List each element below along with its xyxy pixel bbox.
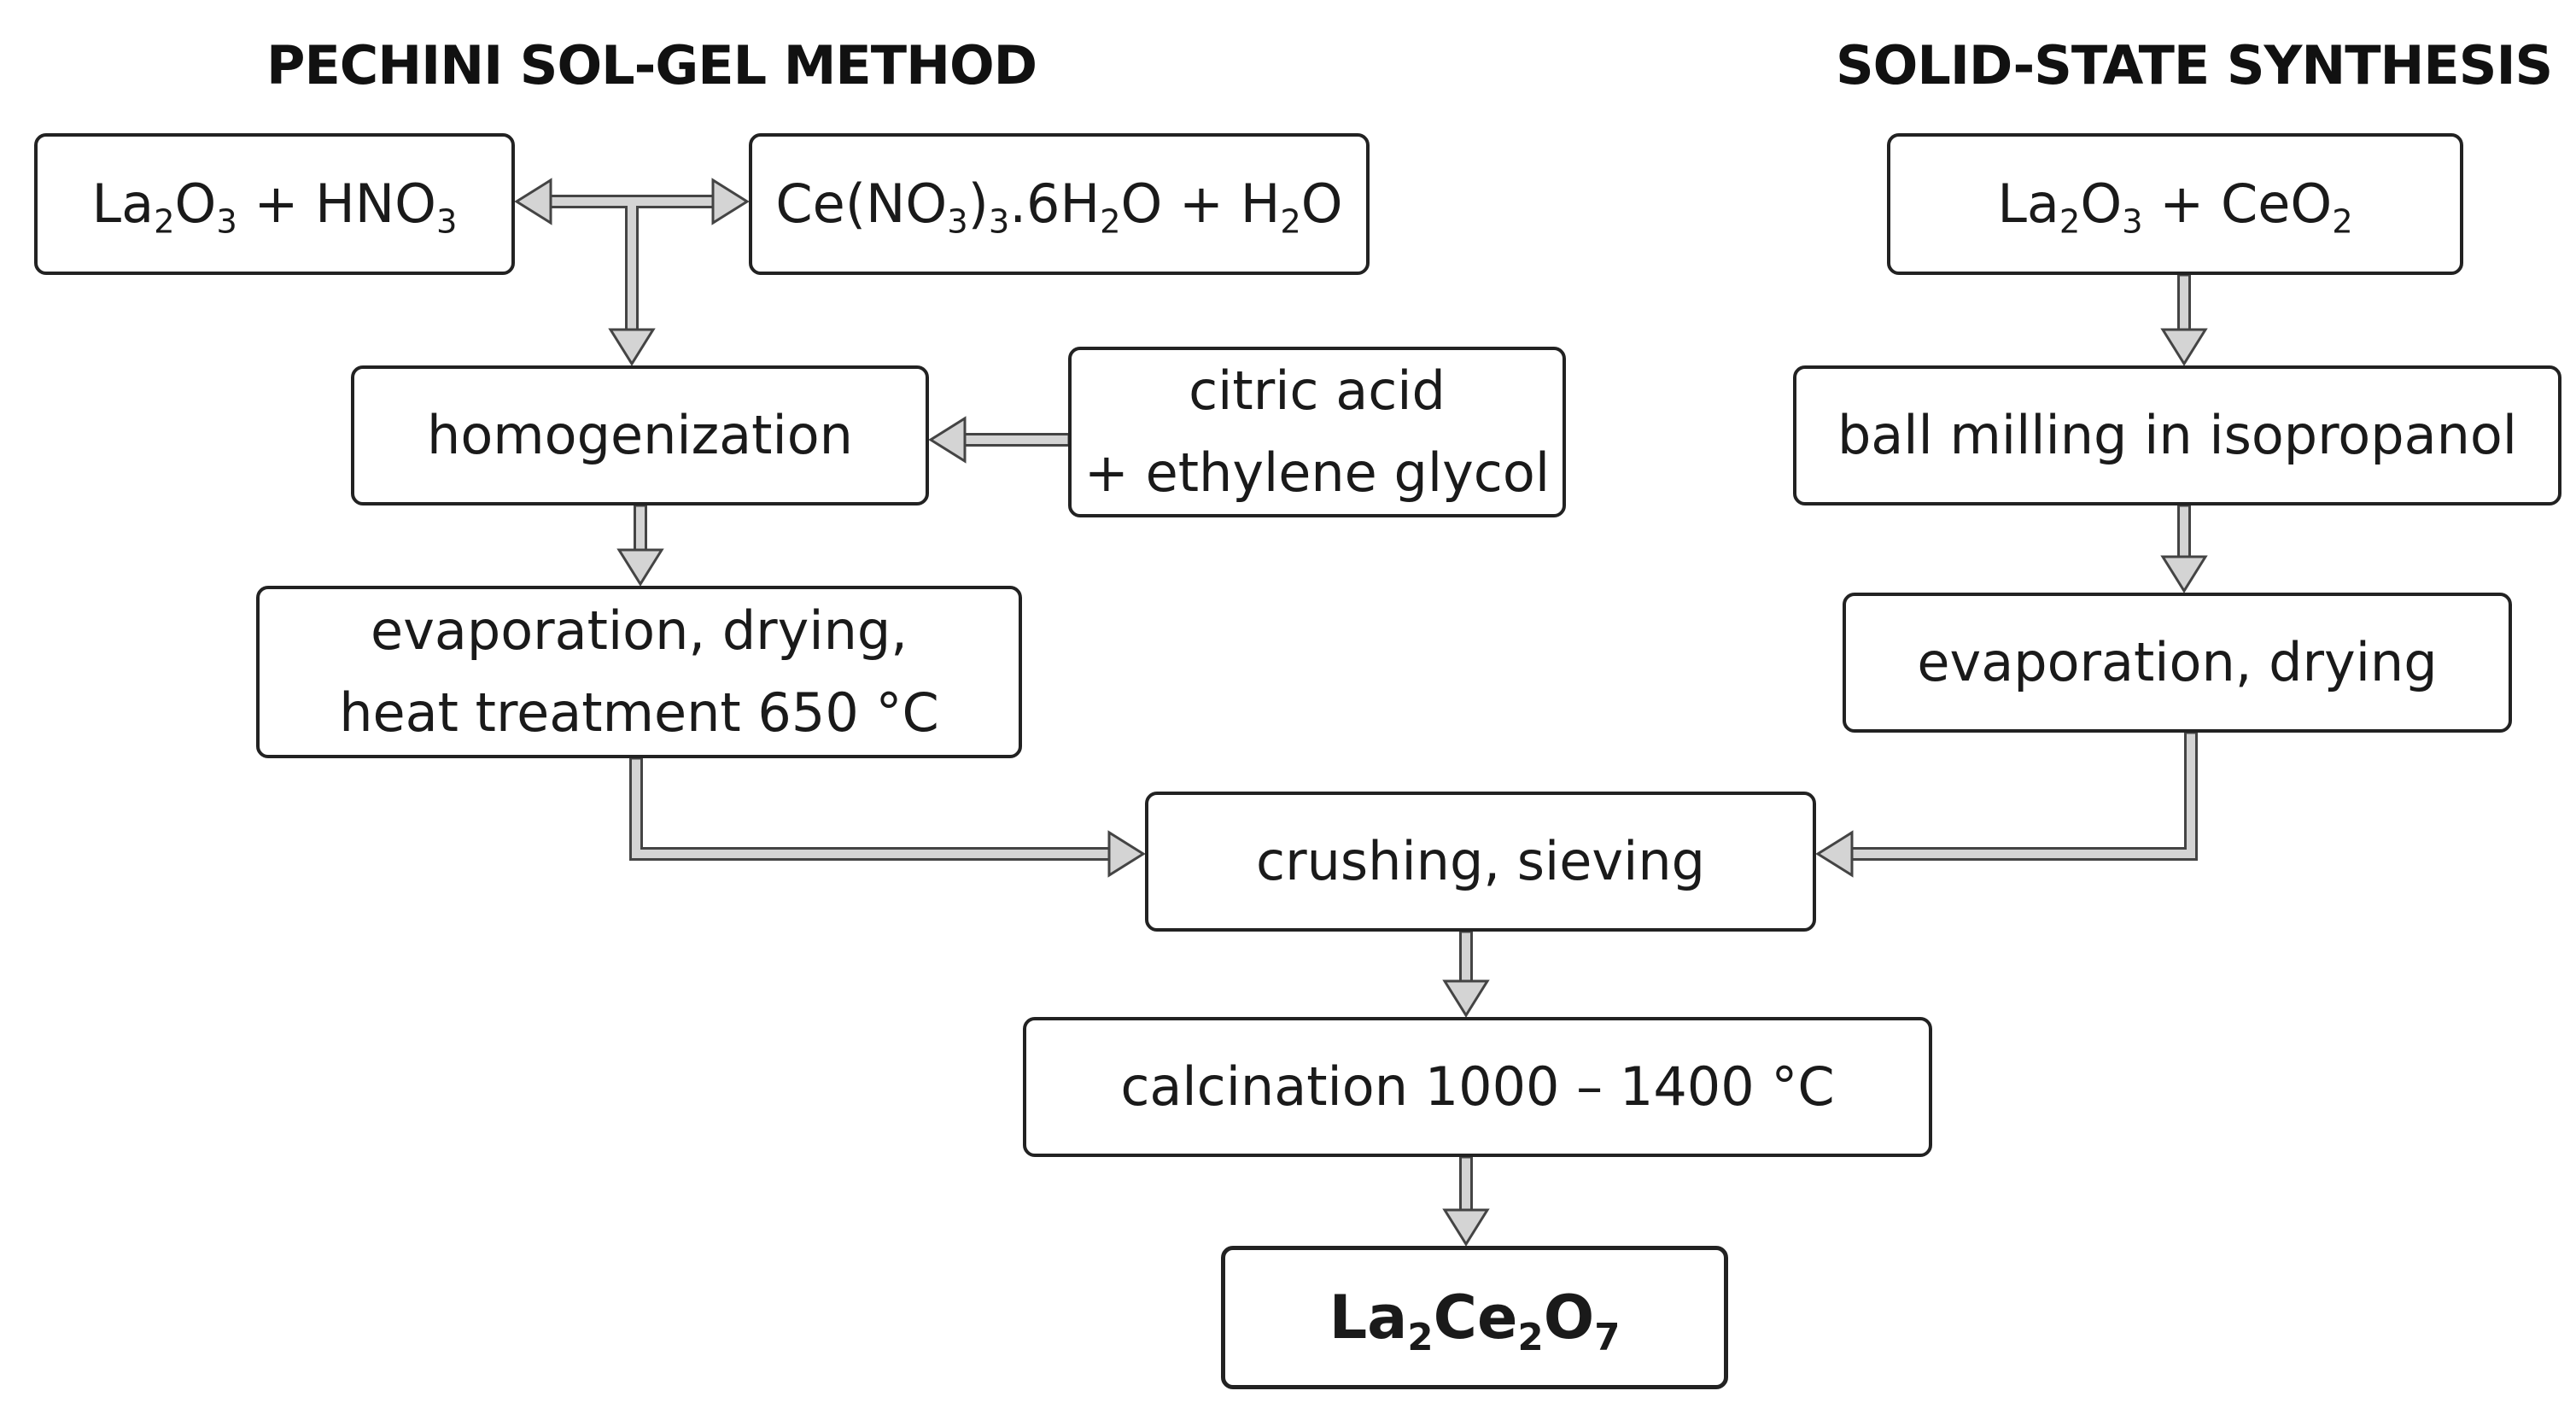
box-text-line: La2Ce2O7: [1329, 1283, 1621, 1359]
ball-milling-box: ball milling in isopropanol: [1793, 365, 2561, 505]
homogenization-to-evaporation-arrow-head: [616, 548, 664, 587]
solid-state-to-crushing-arrow-head: [1815, 830, 1854, 878]
calcination-to-product-arrow-shaft: [1459, 1155, 1473, 1213]
box-text-line: evaporation, drying: [1917, 631, 2438, 693]
evaporation-heat-treatment-box: evaporation, drying, heat treatment 650 °…: [256, 586, 1022, 758]
la2o3-hno3-box: La2O3 + HNO3: [34, 133, 515, 275]
pechini-to-crushing-arrow-head: [1107, 830, 1146, 878]
reactants-merge-arrow-head-left: [514, 178, 552, 225]
box-text-line: La2O3 + HNO3: [91, 172, 458, 242]
crushing-sieving-box: crushing, sieving: [1145, 792, 1816, 932]
solid-state-heading: SOLID-STATE SYNTHESIS: [1836, 34, 2553, 96]
calcination-box: calcination 1000 – 1400 °C: [1023, 1017, 1932, 1157]
crushing-to-calcination-arrow-head: [1442, 979, 1490, 1018]
oxides-to-milling-arrow-head: [2160, 328, 2208, 366]
product-box: La2Ce2O7: [1221, 1246, 1728, 1389]
oxides-to-milling-arrow-shaft: [2177, 273, 2191, 332]
milling-to-drying-arrow-head: [2160, 555, 2208, 593]
pechini-heading: PECHINI SOL-GEL METHOD: [266, 34, 1037, 96]
box-text-line: evaporation, drying,: [371, 599, 908, 662]
pechini-to-crushing-arrow-shaft: [629, 757, 1111, 861]
box-text-line: La2O3 + CeO2: [1997, 172, 2353, 242]
box-text-line: citric acid: [1189, 359, 1446, 422]
solid-state-to-crushing-arrow-shaft: [1850, 731, 2198, 861]
box-text-line: heat treatment 650 °C: [339, 681, 939, 744]
milling-to-drying-arrow-shaft: [2177, 504, 2191, 559]
box-text-line: crushing, sieving: [1255, 830, 1705, 892]
box-text-line: calcination 1000 – 1400 °C: [1120, 1055, 1835, 1118]
additives-to-homogenization-arrow-shaft: [963, 433, 1071, 447]
citric-acid-box: citric acid + ethylene glycol: [1068, 347, 1566, 517]
calcination-to-product-arrow-head: [1442, 1208, 1490, 1247]
homogenization-to-evaporation-arrow-shaft: [634, 504, 647, 552]
reactants-merge-arrow-head-right: [711, 178, 750, 225]
box-text-line: homogenization: [427, 404, 853, 466]
additives-to-homogenization-arrow-head: [928, 416, 967, 464]
homogenization-box: homogenization: [351, 365, 929, 505]
crushing-to-calcination-arrow-shaft: [1459, 930, 1473, 984]
la2o3-ceo2-box: La2O3 + CeO2: [1887, 133, 2463, 275]
reactants-merge-arrow-head-down: [608, 328, 656, 366]
box-text-line: + ethylene glycol: [1084, 441, 1551, 504]
box-text-line: ball milling in isopropanol: [1837, 404, 2518, 466]
box-text-line: Ce(NO3)3.6H2O + H2O: [775, 172, 1343, 242]
reactants-merge-arrow-shaft: [549, 195, 715, 331]
evaporation-drying-box: evaporation, drying: [1843, 593, 2512, 733]
cerium-nitrate-box: Ce(NO3)3.6H2O + H2O: [749, 133, 1370, 275]
